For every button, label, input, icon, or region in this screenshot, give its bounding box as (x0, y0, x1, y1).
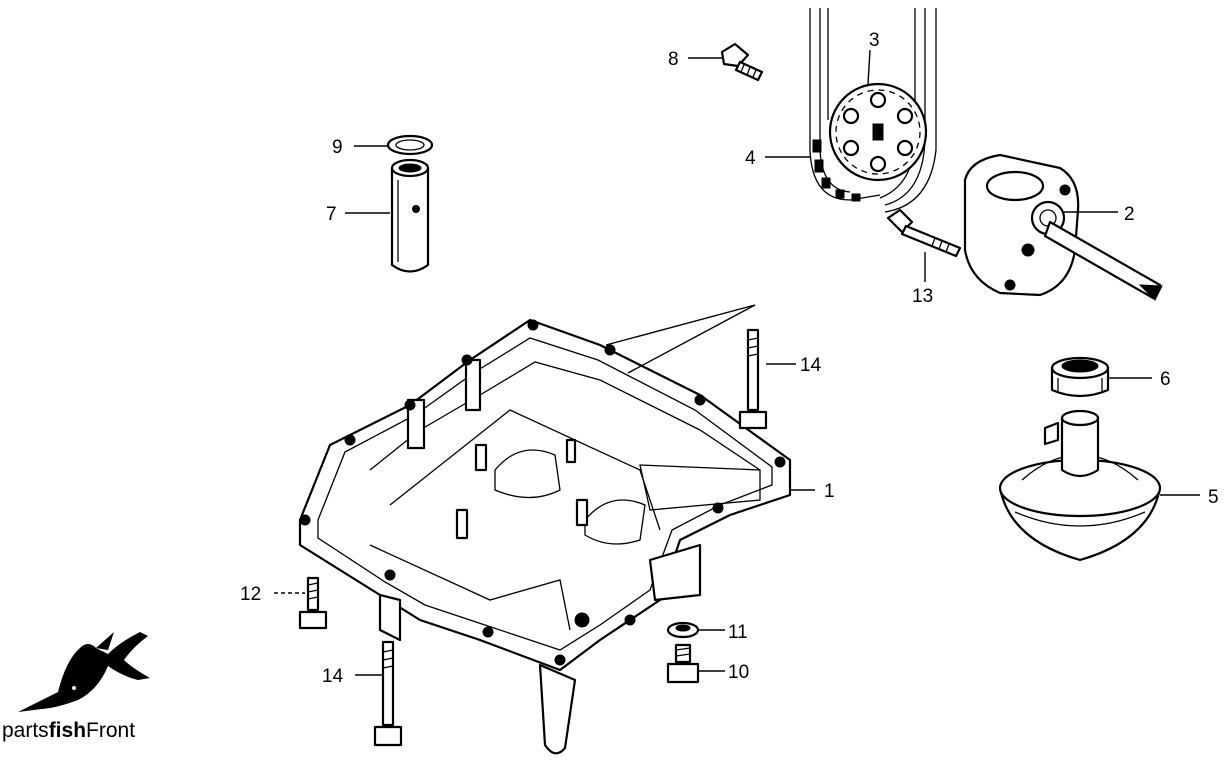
part-2-oil-pump (963, 153, 1163, 301)
part-14-long-bolt-lower (373, 640, 403, 747)
callout-12: 12 (240, 584, 261, 605)
swordfish-icon (18, 632, 150, 712)
partsfish-logo-text: partsfishFront (2, 719, 135, 743)
part-14-long-bolt-upper (738, 328, 768, 430)
callout-14-lower: 14 (322, 666, 344, 687)
callout-5: 5 (1208, 487, 1219, 508)
callout-3: 3 (869, 30, 880, 51)
callout-1: 1 (824, 481, 835, 502)
part-3-sprocket (828, 82, 928, 182)
part-10-drain-bolt (666, 643, 700, 684)
part-12-bolt (298, 576, 328, 630)
part-13-bolt (886, 208, 962, 258)
part-1-oil-pan (298, 318, 792, 755)
logo-suffix: Front (86, 719, 136, 742)
callout-11: 11 (728, 622, 748, 643)
logo-prefix: parts (2, 719, 49, 742)
part-6-cap (1050, 356, 1110, 398)
callout-6: 6 (1160, 369, 1171, 390)
callout-14-upper: 14 (800, 355, 822, 376)
callout-9: 9 (332, 137, 343, 158)
leader-lines (274, 49, 1200, 676)
callout-13: 13 (912, 286, 933, 307)
part-5-strainer-bowl (998, 409, 1162, 562)
callout-4: 4 (745, 148, 756, 169)
callout-8: 8 (668, 49, 679, 70)
part-7-strainer-tube (390, 158, 430, 273)
part-11-washer (666, 621, 700, 639)
part-9-seal-ring (386, 134, 434, 156)
callout-labels: 9 7 8 3 4 2 13 6 5 14 1 12 11 10 14 (240, 30, 1219, 687)
callout-2: 2 (1124, 204, 1135, 225)
callout-10: 10 (728, 662, 749, 683)
callout-7: 7 (326, 204, 337, 225)
part-8-bolt (720, 42, 764, 82)
logo-bold: fish (48, 719, 87, 742)
